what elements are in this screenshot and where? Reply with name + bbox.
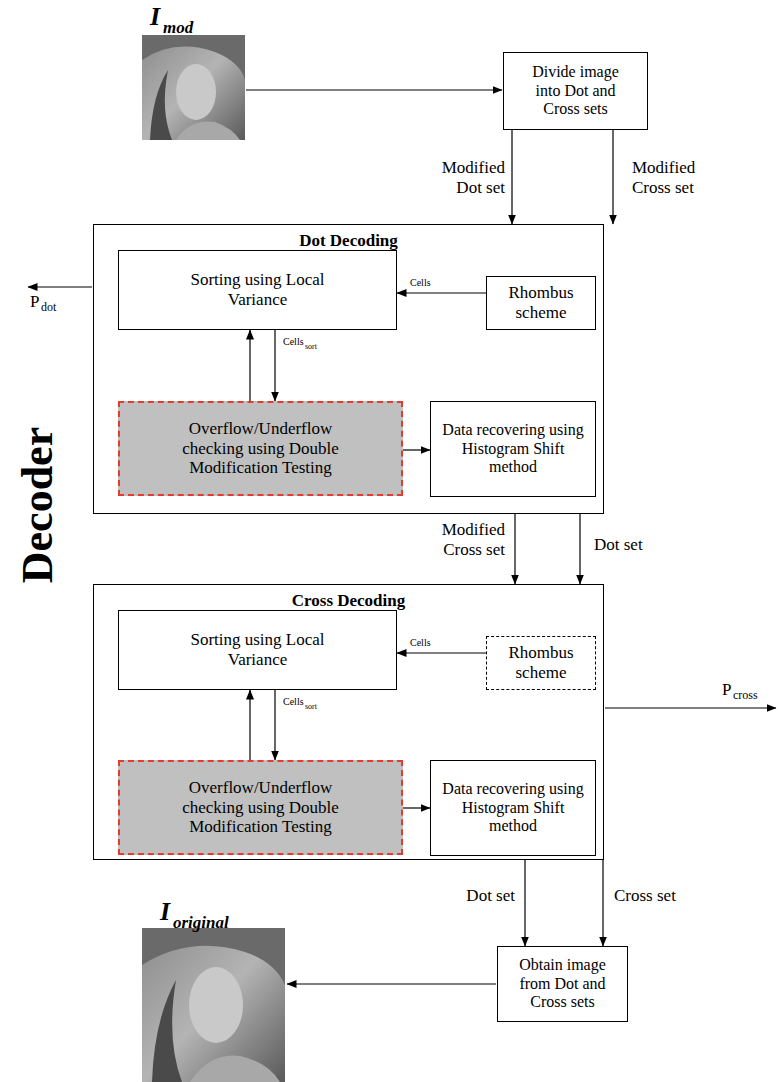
image-name: I: [150, 2, 160, 32]
edge-label: Cells: [410, 637, 450, 649]
output-arrow: [287, 983, 496, 984]
flow-arrow: [403, 449, 430, 450]
subscript: sort: [305, 702, 317, 711]
edge-label: Cells: [283, 336, 313, 348]
edge-label: Cross set: [614, 886, 694, 906]
box-text: Overflow/Underflow checking using Double…: [172, 419, 349, 478]
flow-arrow: [612, 130, 613, 224]
edge-label: Dot set: [430, 886, 515, 906]
output-photo: [142, 928, 285, 1082]
edge-label: Modified Dot set: [430, 158, 505, 197]
process-box: Divide image into Dot and Cross sets: [503, 52, 648, 130]
photo-frame: [142, 928, 285, 1082]
process-box: Overflow/Underflow checking using Double…: [118, 401, 403, 496]
box-text: Obtain image from Dot and Cross sets: [510, 956, 615, 1011]
photo-hair: [150, 70, 172, 140]
box-text: Divide image into Dot and Cross sets: [522, 63, 629, 118]
process-box: Obtain image from Dot and Cross sets: [497, 946, 628, 1022]
flow-arrow: [397, 652, 486, 653]
photo-face: [176, 64, 216, 120]
process-box: Data recovering using Histogram Shift me…: [430, 760, 596, 856]
box-text: Data recovering using Histogram Shift me…: [436, 780, 590, 835]
input-arrow: [246, 89, 502, 90]
input-photo: [142, 35, 245, 140]
box-text: Cross Decoding: [94, 591, 603, 611]
edge-label: Modified Cross set: [420, 520, 505, 559]
photo-face: [189, 967, 243, 1043]
output-arrow: [28, 286, 92, 287]
stage-box: Dot DecodingSorting using Local Variance…: [93, 224, 604, 514]
edge-label: Dot set: [594, 535, 664, 555]
process-box: Sorting using Local Variance: [118, 610, 397, 690]
photo-shoulder: [190, 1056, 280, 1082]
box-text: Rhombus scheme: [501, 283, 581, 322]
image-subscript: mod: [163, 18, 193, 38]
edge-label: Cells: [410, 277, 450, 289]
photo-frame: [142, 35, 245, 140]
process-box: Data recovering using Histogram Shift me…: [430, 401, 596, 497]
output-name: P: [30, 292, 39, 312]
flow-arrow: [524, 860, 525, 946]
flow-arrow: [579, 514, 580, 584]
output-subscript: dot: [41, 301, 56, 315]
edge-label: Cells: [283, 696, 313, 708]
box-text: Data recovering using Histogram Shift me…: [436, 421, 590, 476]
edge-label: Modified Cross set: [632, 158, 722, 197]
process-box: Sorting using Local Variance: [118, 250, 397, 330]
box-text: Dot Decoding: [94, 231, 603, 251]
image-name: I: [160, 897, 170, 927]
box-text: Overflow/Underflow checking using Double…: [172, 778, 349, 837]
flow-arrow: [511, 130, 512, 224]
flow-arrow: [249, 330, 250, 401]
flow-arrow: [602, 860, 603, 946]
process-box: Overflow/Underflow checking using Double…: [118, 760, 403, 855]
process-box: Rhombus scheme: [486, 636, 596, 690]
box-text: Sorting using Local Variance: [187, 630, 328, 669]
box-text: Sorting using Local Variance: [187, 270, 328, 309]
flow-arrow: [514, 514, 515, 584]
stage-title: Decoder: [13, 427, 64, 583]
output-subscript: cross: [733, 689, 758, 703]
flow-arrow: [397, 292, 486, 293]
output-name: P: [722, 680, 731, 700]
output-arrow: [605, 707, 776, 708]
stage-box: Cross DecodingSorting using Local Varian…: [93, 584, 604, 860]
flow-arrow: [403, 807, 430, 808]
photo-hair: [152, 980, 182, 1082]
process-box: Rhombus scheme: [486, 276, 596, 330]
flow-arrow: [249, 690, 250, 760]
box-text: Rhombus scheme: [501, 643, 581, 682]
photo-shoulder: [176, 121, 240, 140]
flow-arrow: [274, 690, 275, 760]
subscript: sort: [305, 342, 317, 351]
image-subscript: original: [173, 913, 229, 933]
flow-arrow: [274, 330, 275, 401]
